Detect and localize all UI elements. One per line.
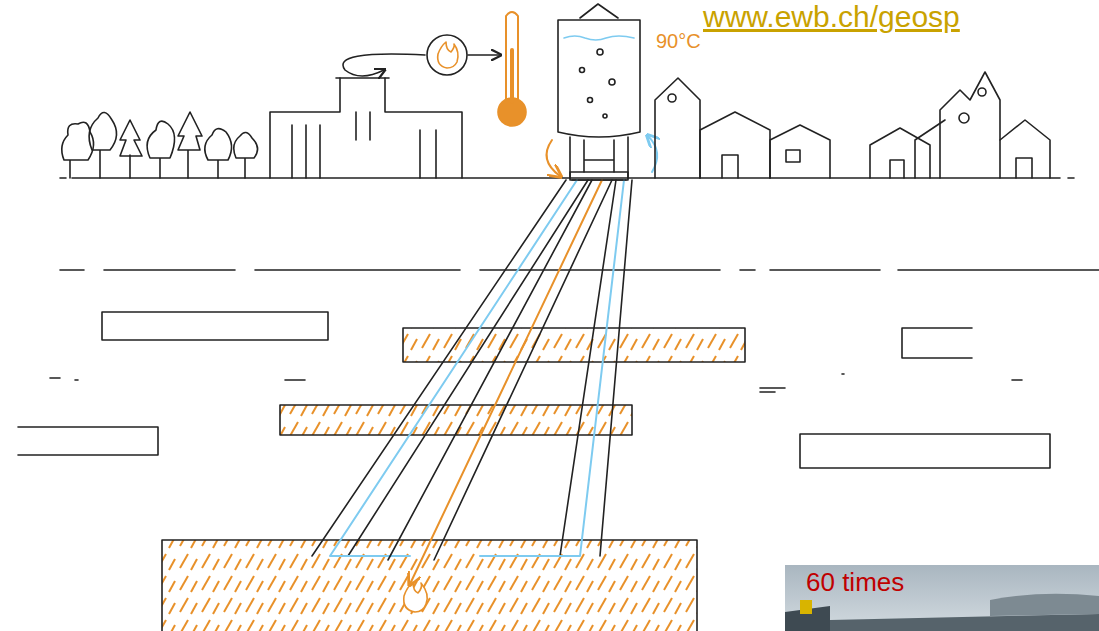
stadium-photo xyxy=(785,565,1099,631)
web-link: www.ewb.ch/geosp xyxy=(703,0,960,33)
hot-reservoir xyxy=(162,540,697,631)
water-tower xyxy=(547,4,658,180)
strata xyxy=(18,270,1099,468)
houses xyxy=(655,72,1050,178)
factory xyxy=(270,54,462,178)
photo-caption: 60 times xyxy=(806,568,904,597)
heat-arrow xyxy=(468,54,500,56)
heat-icon xyxy=(427,35,467,75)
temperature-value: 90°C xyxy=(656,30,701,52)
wells xyxy=(312,180,632,584)
flame-icon xyxy=(404,582,427,612)
thermometer xyxy=(498,12,526,126)
flame-icon xyxy=(438,42,458,68)
trees xyxy=(62,112,258,178)
ground-line xyxy=(60,177,1074,179)
